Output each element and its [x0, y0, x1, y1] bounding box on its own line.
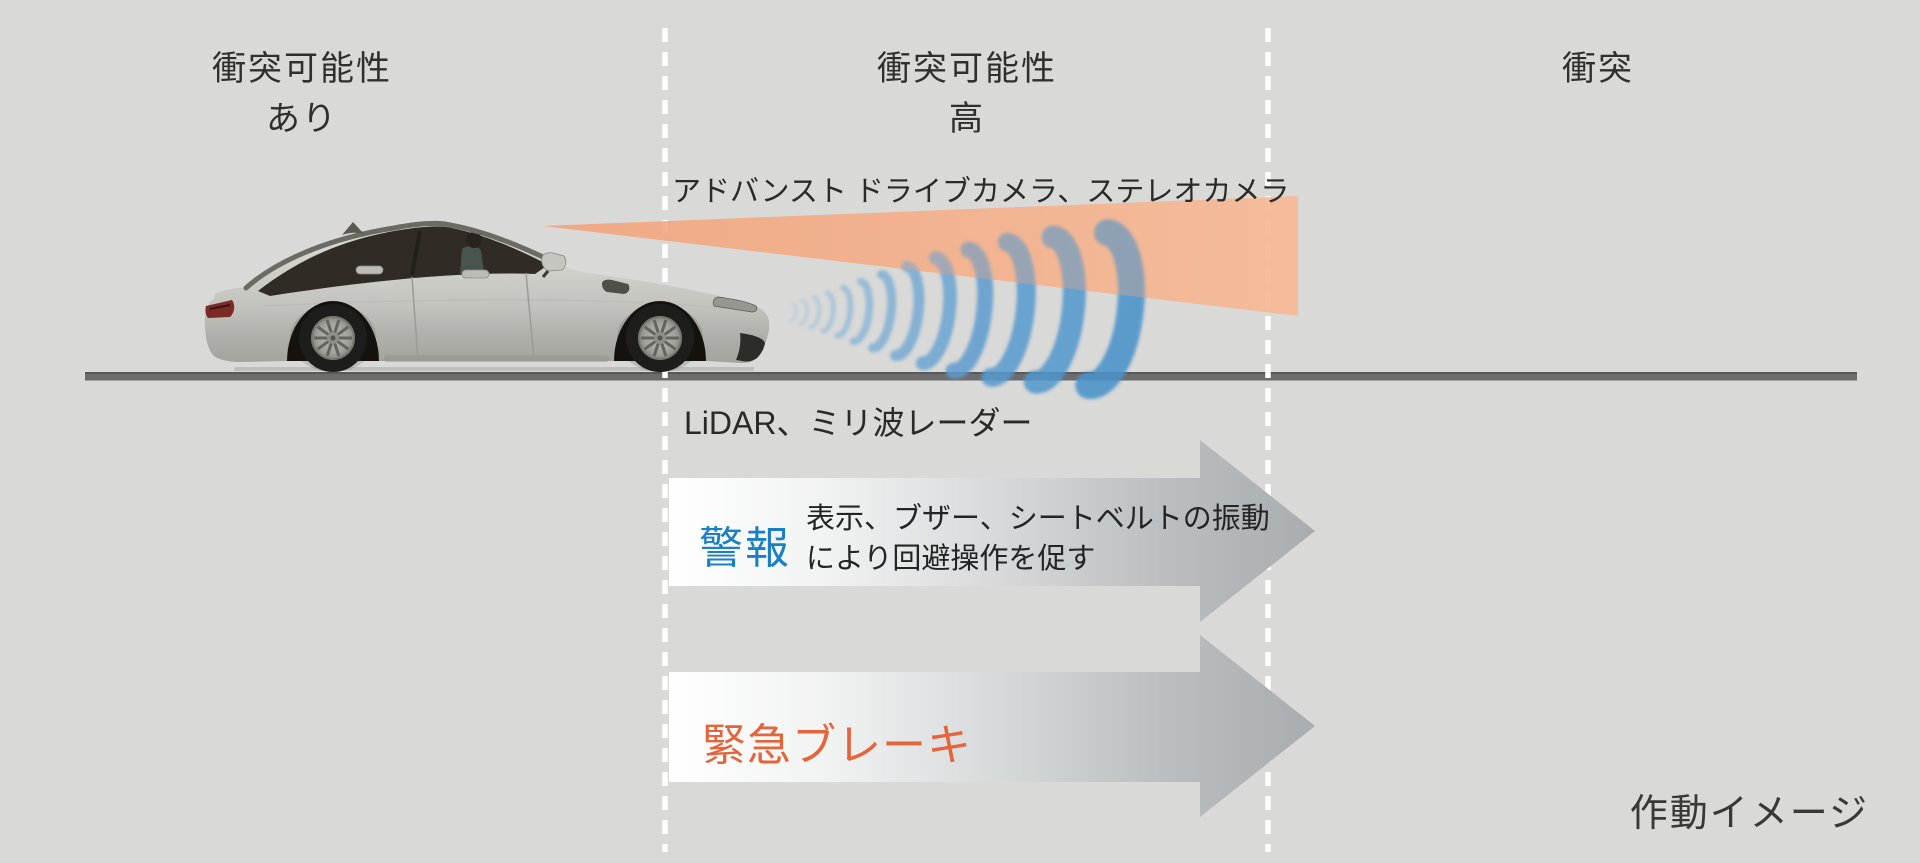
- ego-vehicle-illustration: [205, 222, 769, 372]
- zone-label-collision: 衝突: [1398, 44, 1798, 94]
- road-line: [85, 372, 1857, 381]
- radar-sensor-label: LiDAR、ミリ波レーダー: [684, 405, 1033, 441]
- zone-possible-line2: あり: [266, 100, 338, 138]
- zone-likely-line1: 衝突可能性: [877, 50, 1057, 88]
- zone-label-collision-likely: 衝突可能性 高: [767, 44, 1167, 144]
- zone-collision-line1: 衝突: [1562, 50, 1634, 88]
- diagram-caption: 作動イメージ: [1629, 793, 1869, 835]
- alert-description-line1: 表示、ブザー、シートベルトの振動: [806, 503, 1270, 535]
- camera-sensor-label: アドバンスト ドライブカメラ、ステレオカメラ: [672, 176, 1290, 208]
- alert-description-line2: により回避操作を促す: [806, 543, 1096, 575]
- camera-cone-overlay: [543, 196, 1298, 316]
- zone-label-collision-possible: 衝突可能性 あり: [102, 44, 502, 144]
- alert-description: 表示、ブザー、シートベルトの振動 により回避操作を促す: [806, 499, 1270, 579]
- emergency-brake-label: 緊急ブレーキ: [702, 721, 972, 770]
- warning-arrow: [669, 440, 1315, 622]
- emergency-brake-arrow: [669, 635, 1315, 817]
- zone-likely-line2: 高: [949, 100, 985, 138]
- zone-possible-line1: 衝突可能性: [212, 50, 392, 88]
- alert-label: 警報: [699, 524, 791, 573]
